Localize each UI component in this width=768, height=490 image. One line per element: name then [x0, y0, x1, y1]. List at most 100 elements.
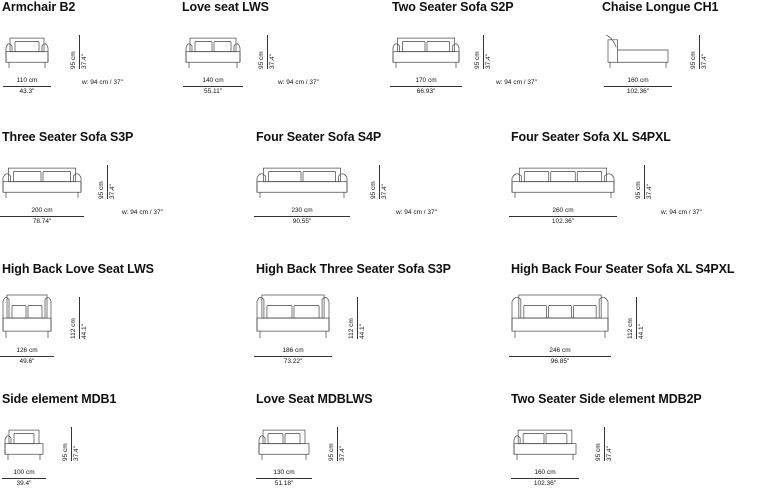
width-cm: 160 cm [534, 469, 556, 476]
sofa-seat [256, 181, 348, 193]
width-inches: 102.36" [509, 216, 617, 226]
back-cushion [13, 433, 35, 445]
sofa-drawing [511, 294, 609, 339]
sofa-back [8, 167, 76, 183]
back-cushion [573, 305, 597, 319]
sofa-seat [392, 51, 460, 63]
sofa-front-view-icon [2, 294, 52, 338]
height-rule [267, 35, 268, 69]
right-arm [452, 43, 460, 63]
back-cushion [523, 305, 547, 319]
back-cushion [27, 305, 43, 319]
back-cushion [13, 171, 42, 183]
left-arm [2, 297, 10, 332]
width-dimension: 160 cm 102.36" [511, 469, 579, 488]
height-inches: 37.4" [485, 54, 492, 69]
sofa-drawing [256, 163, 348, 199]
width-cm: 186 cm [282, 347, 304, 354]
right-arm [73, 173, 82, 193]
width-inches: 90.55" [254, 216, 350, 226]
product-title: Four Seater Sofa XL S4PXL [511, 130, 671, 144]
sofa-front-view-icon [256, 167, 348, 198]
sofa-front-view-icon [513, 429, 577, 460]
width-inches: 39.4" [2, 478, 46, 488]
sofa-front-view-icon [5, 37, 49, 68]
back-cushion [11, 305, 27, 319]
right-arm [338, 173, 348, 193]
left-arm [511, 173, 522, 193]
back-cushion [302, 171, 336, 183]
height-cm: 95 cm [370, 181, 377, 199]
sofa-drawing [392, 33, 460, 69]
height-cm: 95 cm [62, 443, 69, 461]
sofa-seat [513, 443, 577, 455]
sofa-drawing [256, 294, 330, 339]
back-cushion [576, 171, 603, 183]
width-cm: 110 cm [16, 77, 38, 84]
back-cushion [42, 171, 71, 183]
width-inches: 102.36" [511, 478, 579, 488]
height-cm: 112 cm [348, 318, 355, 339]
back-cushion [14, 41, 40, 53]
height-rule [79, 35, 80, 69]
sofa-back [8, 429, 40, 445]
depth-dimension: w: 94 cm / 37" [661, 209, 702, 216]
sofa-drawing [511, 163, 615, 199]
sofa-drawing [185, 33, 241, 69]
sofa-seat [185, 51, 241, 63]
product-title: High Back Four Seater Sofa XL S4PXL [511, 262, 735, 276]
width-inches: 49.6" [0, 356, 54, 366]
chaise-body [607, 39, 669, 63]
height-inches: 37.4" [606, 446, 613, 461]
back-cushion [267, 433, 284, 445]
height-inches: 44.1" [359, 324, 366, 339]
product-title: Love Seat MDBLWS [256, 392, 373, 406]
height-cm: 95 cm [690, 51, 697, 69]
right-arm [598, 297, 609, 332]
sofa-front-view-icon [4, 429, 44, 460]
left-arm [256, 297, 265, 332]
width-inches: 78.74" [0, 216, 84, 226]
height-rule [604, 427, 605, 461]
height-rule [107, 165, 108, 199]
height-inches: 37.4" [646, 184, 653, 199]
back-cushion [548, 305, 572, 319]
sofa-back [518, 294, 602, 319]
depth-dimension: w: 94 cm / 37" [496, 79, 537, 86]
sofa-front-view-icon [511, 294, 609, 338]
width-cm: 126 cm [16, 347, 38, 354]
width-inches: 73.22" [254, 356, 332, 366]
sofa-seat [4, 443, 44, 455]
depth-dimension: w: 94 cm / 37" [396, 209, 437, 216]
height-rule [644, 165, 645, 199]
left-arm [258, 435, 266, 455]
sofa-seat [2, 181, 82, 193]
sofa-seat [258, 443, 310, 455]
height-cm: 95 cm [595, 443, 602, 461]
product-title: Armchair B2 [2, 0, 76, 14]
height-inches: 37.4" [339, 446, 346, 461]
left-arm [2, 173, 11, 193]
sofa-seat [511, 181, 615, 193]
width-cm: 140 cm [202, 77, 224, 84]
sofa-seat [5, 51, 49, 63]
sofa-front-view-icon [2, 167, 82, 198]
height-inches: 37.4" [701, 54, 708, 69]
back-cushion [293, 305, 320, 319]
back-cushion [522, 433, 545, 445]
back-cushion [523, 171, 550, 183]
width-dimension: 186 cm 73.22" [254, 347, 332, 366]
sofa-seat [256, 317, 330, 332]
